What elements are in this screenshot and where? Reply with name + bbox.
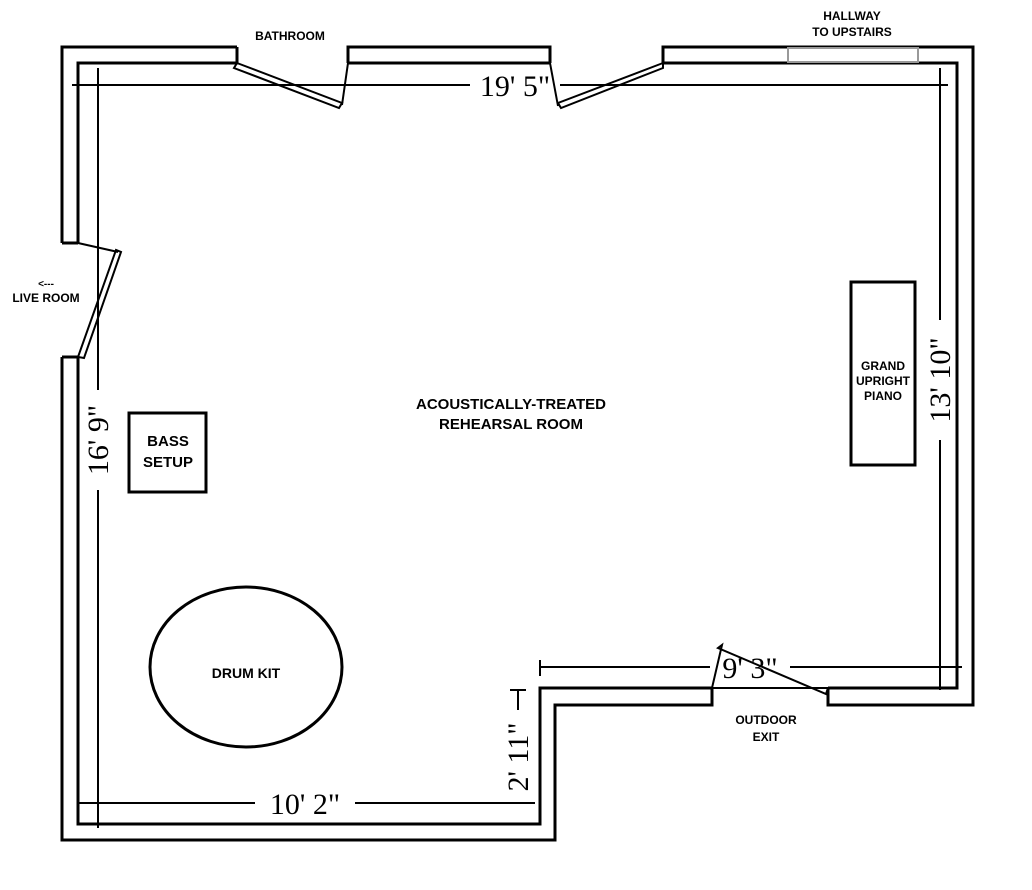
dimension-lower-right: 9' 3" — [722, 652, 777, 685]
live-room-door — [76, 248, 123, 360]
walls — [60, 45, 975, 842]
dimension-step: 2' 11" — [502, 722, 535, 791]
hallway-door — [556, 61, 664, 110]
bass-label-1: BASS — [147, 433, 189, 450]
doors — [76, 61, 830, 696]
piano: GRAND UPRIGHT PIANO — [849, 280, 917, 467]
live-room-arrow: <--- — [38, 279, 54, 290]
piano-label-3: PIANO — [864, 389, 902, 403]
piano-label-1: GRAND — [861, 359, 905, 373]
dimension-left: 16' 9" — [82, 405, 115, 475]
dimension-lines — [72, 68, 962, 828]
piano-label-2: UPRIGHT — [856, 374, 911, 388]
outdoor-exit-label-1: OUTDOOR — [735, 713, 797, 727]
bathroom-door — [232, 61, 344, 110]
bass-setup: BASS SETUP — [127, 411, 208, 494]
hallway-label-1: HALLWAY — [823, 9, 881, 23]
bathroom-label: BATHROOM — [255, 29, 325, 43]
hallway-label-2: TO UPSTAIRS — [812, 25, 892, 39]
dimension-right: 13' 10" — [924, 337, 957, 422]
dimension-top: 19' 5" — [480, 70, 550, 103]
drum-kit: DRUM KIT — [148, 585, 344, 749]
room-label-1: ACOUSTICALLY-TREATED — [416, 396, 606, 413]
bass-label-2: SETUP — [143, 454, 193, 471]
drum-kit-label: DRUM KIT — [212, 665, 281, 681]
dimension-bottom: 10' 2" — [270, 788, 340, 821]
hallway-opening — [787, 47, 919, 63]
live-room-label: LIVE ROOM — [12, 291, 79, 305]
room-label-2: REHEARSAL ROOM — [439, 416, 583, 433]
outdoor-exit-label-2: EXIT — [753, 730, 780, 744]
outdoor-door — [710, 642, 830, 696]
